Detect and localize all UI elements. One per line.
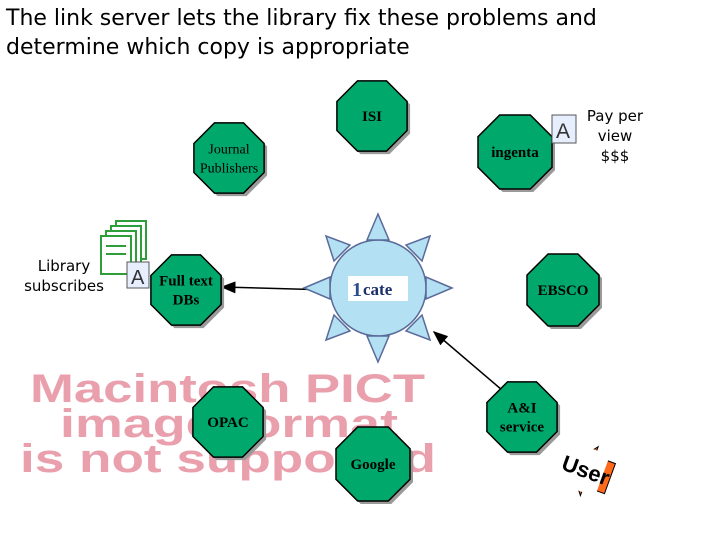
node-journal-publishers-label: Journal [208,143,249,158]
node-ingenta: ingenta [477,114,555,192]
node-ai-service-label: service [500,420,544,436]
library-subscribes-label: Library subscribes [24,257,104,295]
node-full-text-dbs-label: DBs [173,293,200,309]
node-ebsco-label: EBSCO [538,283,589,299]
logo-prefix: 1 [352,279,362,301]
document-icon-pay-per-view: A [551,114,577,144]
title-line-1: The link server lets the library fix the… [6,6,597,31]
node-ai-service: A&I service [486,381,561,456]
node-ai-service-label: A&I [507,401,536,417]
node-ingenta-label: ingenta [491,145,539,161]
svg-text:A: A [556,120,570,143]
node-opac-label: OPAC [207,415,248,431]
node-ebsco: EBSCO [526,253,602,329]
svg-text:A: A [131,267,145,289]
node-journal-publishers-label: Publishers [200,162,258,177]
subscriptions-stack-icon [100,220,147,275]
slide-title: The link server lets the library fix the… [6,4,706,62]
logo-text: cate [363,280,393,299]
node-isi: ISI [336,80,411,155]
link-server-sun: 1 cate [302,212,454,364]
arrow-from-ai-service [432,331,503,391]
pay-per-view-label: Pay per view $$$ [586,107,644,165]
node-opac: OPAC [192,386,267,461]
node-google: Google [335,426,413,504]
title-line-2: determine which copy is appropriate [6,35,410,60]
link-server-logo [348,276,408,301]
user-arrow: User [551,439,617,498]
document-icon-subscribes: A [126,261,150,289]
node-isi-label: ISI [362,109,382,125]
node-full-text-dbs-label: Full text [159,274,213,290]
node-google-label: Google [351,457,396,473]
